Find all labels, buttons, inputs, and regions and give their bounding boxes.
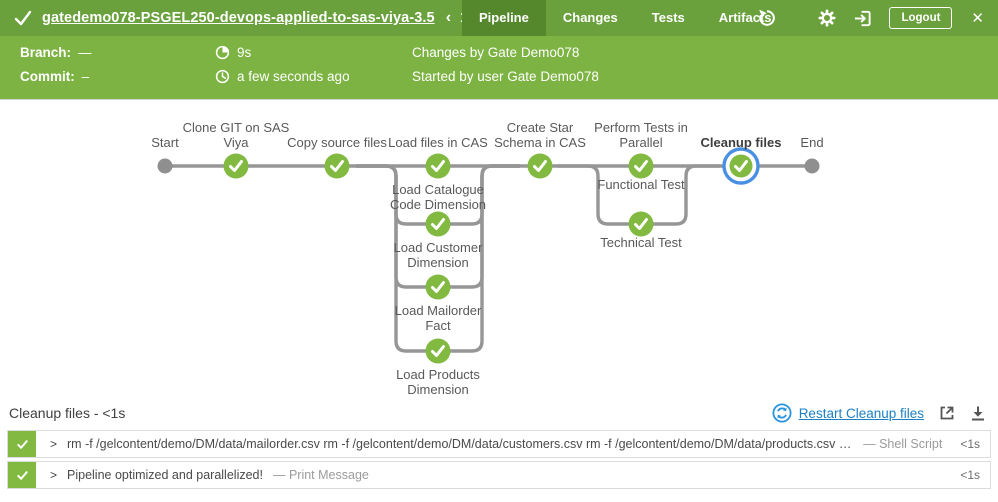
step-message-text: Pipeline optimized and parallelized! [67, 468, 263, 482]
commit-label: Commit: [20, 69, 75, 84]
svg-text:Viya: Viya [223, 135, 249, 150]
svg-text:Perform Tests in: Perform Tests in [594, 120, 688, 135]
rerun-icon[interactable] [757, 8, 777, 28]
node-start: Start [151, 135, 179, 174]
gear-icon[interactable] [818, 9, 837, 27]
duration-value: 9s [237, 45, 252, 60]
svg-text:Schema in CAS: Schema in CAS [494, 135, 586, 150]
step-duration: <1s [960, 437, 980, 451]
node-load-catalogue-code-dimension[interactable]: Load files in CAS Load Catalogue Code Di… [388, 135, 488, 212]
restart-stage-icon [772, 403, 792, 423]
node-clone-git[interactable]: Clone GIT on SAS Viya [183, 120, 290, 179]
download-log-icon[interactable] [970, 405, 986, 422]
svg-text:Load Products: Load Products [396, 367, 480, 382]
step-row-print-message[interactable]: > Pipeline optimized and parallelized! —… [7, 461, 991, 489]
tab-bar: Pipeline Changes Tests Artifacts [462, 0, 789, 36]
branch-row: Branch: — [20, 45, 92, 60]
open-in-new-icon[interactable] [938, 404, 956, 422]
step-success-icon [8, 431, 36, 457]
node-technical-test[interactable]: Technical Test [600, 211, 682, 251]
pipeline-title-link[interactable]: gatedemo078-PSGEL250-devops-applied-to-s… [42, 10, 435, 26]
step-row-body: > rm -f /gelcontent/demo/DM/data/mailord… [36, 431, 990, 457]
tab-changes[interactable]: Changes [562, 10, 618, 25]
svg-text:Clone GIT on SAS: Clone GIT on SAS [183, 120, 290, 135]
step-result-header: Cleanup files - <1s Restart Cleanup file… [0, 396, 998, 430]
timer-icon [215, 45, 230, 60]
svg-text:Load Catalogue: Load Catalogue [392, 182, 484, 197]
expand-chevron-icon[interactable]: > [50, 437, 58, 451]
commit-row: Commit: – [20, 69, 89, 84]
step-success-icon [8, 462, 36, 488]
pipeline-graph: Start End Clone GIT on SAS Viya Copy sou… [0, 100, 998, 396]
run-header: gatedemo078-PSGEL250-devops-applied-to-s… [0, 8, 475, 28]
changes-by: Changes by Gate Demo078 [412, 45, 580, 60]
success-check-icon [13, 8, 33, 28]
started-by: Started by user Gate Demo078 [412, 69, 599, 84]
svg-text:Fact: Fact [425, 318, 451, 333]
node-create-star-schema[interactable]: Create Star Schema in CAS [494, 120, 586, 179]
node-functional-test[interactable]: Perform Tests in Parallel Functional Tes… [594, 120, 688, 192]
step-type-label: — Shell Script [863, 437, 943, 451]
tab-artifacts[interactable]: Artifacts [718, 10, 772, 25]
node-load-customer-dimension[interactable]: Load Customer Dimension [394, 211, 484, 271]
svg-text:Load Customer: Load Customer [394, 240, 484, 255]
step-list: > rm -f /gelcontent/demo/DM/data/mailord… [0, 430, 998, 489]
svg-text:Create Star: Create Star [507, 120, 574, 135]
exit-icon[interactable] [853, 9, 872, 28]
tab-tests[interactable]: Tests [651, 10, 685, 25]
step-command-text: rm -f /gelcontent/demo/DM/data/mailorder… [67, 437, 854, 451]
svg-text:Dimension: Dimension [407, 255, 468, 270]
node-copy-source-files[interactable]: Copy source files [287, 135, 387, 179]
tab-pipeline[interactable]: Pipeline [462, 0, 546, 36]
graph-connectors [165, 164, 812, 353]
top-bar: gatedemo078-PSGEL250-devops-applied-to-s… [0, 0, 998, 36]
run-back-chevron[interactable]: ‹ [445, 9, 452, 26]
svg-text:Parallel: Parallel [619, 135, 662, 150]
step-type-label: — Print Message [272, 468, 369, 482]
restart-stage-label: Restart Cleanup files [798, 405, 924, 421]
step-duration: <1s [960, 468, 980, 482]
svg-text:Copy source files: Copy source files [287, 135, 387, 150]
svg-text:Start: Start [151, 135, 179, 150]
svg-text:Technical Test: Technical Test [600, 235, 682, 250]
step-row-body: > Pipeline optimized and parallelized! —… [36, 462, 990, 488]
node-end: End [800, 135, 824, 174]
svg-text:Functional Test: Functional Test [597, 177, 685, 192]
svg-text:Load files in CAS: Load files in CAS [388, 135, 488, 150]
time-ago-row: a few seconds ago [215, 69, 350, 84]
branch-value: — [78, 45, 92, 60]
expand-chevron-icon[interactable]: > [50, 468, 58, 482]
clock-icon [215, 69, 230, 84]
svg-text:Dimension: Dimension [407, 382, 468, 396]
node-cleanup-files-selected[interactable]: Cleanup files [701, 135, 782, 185]
svg-text:Code Dimension: Code Dimension [390, 197, 486, 212]
time-ago-value: a few seconds ago [237, 69, 350, 84]
branch-label: Branch: [20, 45, 72, 60]
close-icon[interactable]: ✕ [971, 10, 984, 27]
step-row-shell-script[interactable]: > rm -f /gelcontent/demo/DM/data/mailord… [7, 430, 991, 458]
svg-text:Load Mailorder: Load Mailorder [395, 303, 482, 318]
svg-text:End: End [800, 135, 823, 150]
topbar-actions: Logout ✕ [757, 0, 986, 36]
step-result-title: Cleanup files - <1s [9, 405, 126, 421]
restart-stage-link[interactable]: Restart Cleanup files [772, 403, 924, 423]
run-info-banner: Branch: — Commit: – 9s a few seconds ago… [0, 36, 998, 100]
commit-value: – [81, 69, 90, 84]
logout-button[interactable]: Logout [889, 7, 953, 29]
step-result-actions: Restart Cleanup files [772, 403, 986, 423]
node-load-products-dimension[interactable]: Load Products Dimension [396, 338, 480, 397]
svg-text:Cleanup files: Cleanup files [701, 135, 782, 150]
node-load-mailorder-fact[interactable]: Load Mailorder Fact [395, 274, 482, 334]
duration-row: 9s [215, 45, 251, 60]
